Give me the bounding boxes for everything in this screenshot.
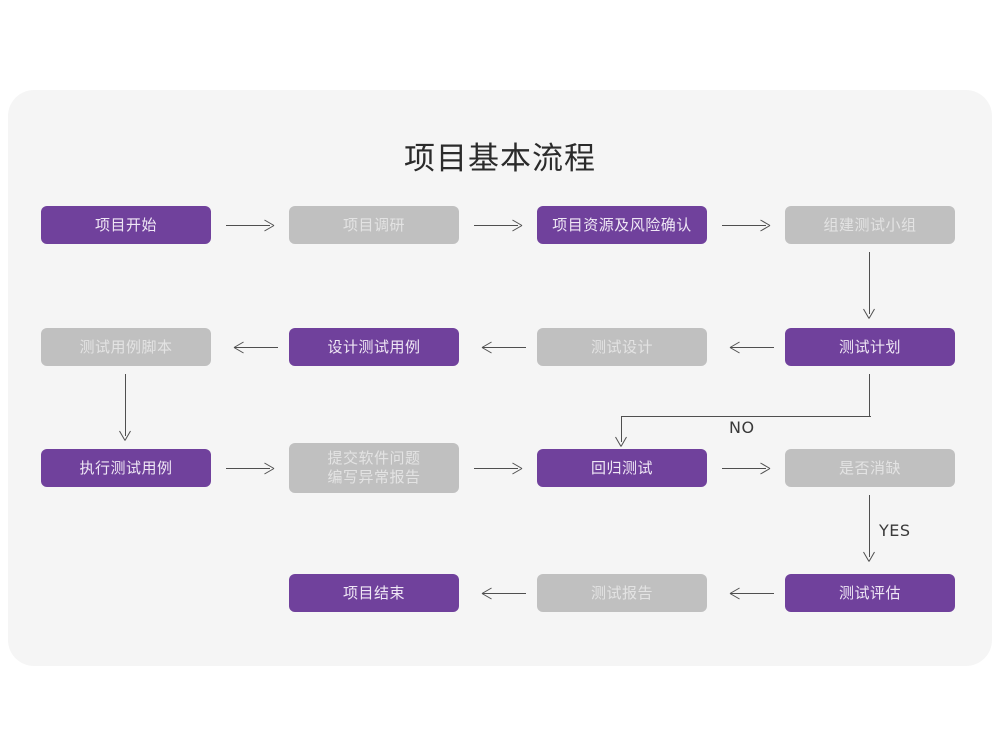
page-title: 项目基本流程 xyxy=(404,141,596,177)
node-execute-test-case[interactable]: 执行测试用例 xyxy=(41,449,211,487)
node-test-design[interactable]: 测试设计 xyxy=(537,328,707,366)
edge-n2-n3-line xyxy=(474,225,518,226)
node-test-evaluation[interactable]: 测试评估 xyxy=(785,574,955,612)
edge-label-yes: YES xyxy=(879,521,911,540)
edge-n4-n8-line xyxy=(869,252,870,314)
edge-n5-n9-line xyxy=(125,374,126,436)
flowchart-panel xyxy=(8,90,992,666)
edge-no-loop-top xyxy=(621,416,871,417)
node-resource-risk-confirm[interactable]: 项目资源及风险确认 xyxy=(537,206,707,244)
node-regression-test[interactable]: 回归测试 xyxy=(537,449,707,487)
edge-n8-n7-line xyxy=(730,347,774,348)
node-defect-resolved[interactable]: 是否消缺 xyxy=(785,449,955,487)
edge-no-loop-right-riser xyxy=(869,374,870,416)
node-project-start[interactable]: 项目开始 xyxy=(41,206,211,244)
edge-n9-n10-line xyxy=(226,468,270,469)
node-test-plan[interactable]: 测试计划 xyxy=(785,328,955,366)
edge-n10-n11-line xyxy=(474,468,518,469)
edge-n6-n5-line xyxy=(234,347,278,348)
edge-label-no: NO xyxy=(729,418,755,437)
node-design-test-case[interactable]: 设计测试用例 xyxy=(289,328,459,366)
edge-yes-line xyxy=(869,495,870,557)
node-project-research[interactable]: 项目调研 xyxy=(289,206,459,244)
node-test-case-script[interactable]: 测试用例脚本 xyxy=(41,328,211,366)
edge-n15-n14-line xyxy=(730,593,774,594)
node-form-test-team[interactable]: 组建测试小组 xyxy=(785,206,955,244)
edge-n14-n13-line xyxy=(482,593,526,594)
edge-n3-n4-line xyxy=(722,225,766,226)
edge-no-loop-left-drop xyxy=(621,416,622,442)
node-submit-defect-report[interactable]: 提交软件问题 编写异常报告 xyxy=(289,443,459,493)
edge-n7-n6-line xyxy=(482,347,526,348)
edge-n11-n12-line xyxy=(722,468,766,469)
node-test-report[interactable]: 测试报告 xyxy=(537,574,707,612)
node-project-end[interactable]: 项目结束 xyxy=(289,574,459,612)
edge-n1-n2-line xyxy=(226,225,270,226)
